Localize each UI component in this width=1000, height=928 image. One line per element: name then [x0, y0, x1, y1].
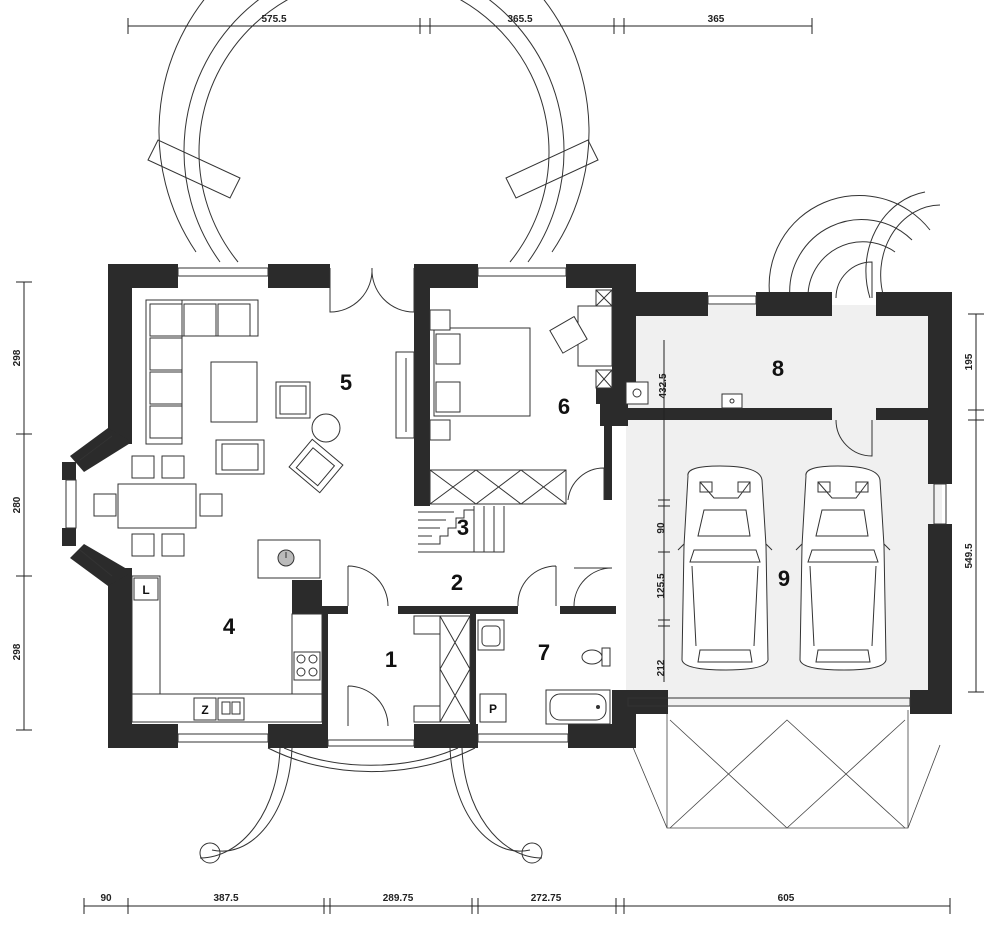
dimension-labels: 575.5 365.5 365 90 387.5 289.75 272.75 6… — [12, 14, 975, 904]
laundry-label: L — [142, 583, 149, 597]
room-5-label: 5 — [340, 370, 352, 395]
living-room-furniture — [145, 299, 415, 494]
dim-right-2: 549.5 — [964, 543, 975, 568]
car-left — [677, 465, 773, 671]
bathroom-fixtures — [477, 619, 611, 725]
room-8-label: 8 — [772, 356, 784, 381]
room-9-label: 9 — [778, 566, 790, 591]
fixture-labels: L Z P — [133, 577, 507, 723]
terrace-garage — [768, 191, 941, 299]
dim-top-3: 365 — [708, 14, 725, 25]
dim-bottom-4: 272.75 — [531, 893, 562, 904]
fridge-label: Z — [201, 703, 208, 717]
dim-left-3: 298 — [12, 643, 23, 660]
dim-bottom-2: 387.5 — [213, 893, 238, 904]
room-2-label: 2 — [451, 570, 463, 595]
boiler-room-fixtures — [625, 381, 743, 409]
room-7-label: 7 — [538, 640, 550, 665]
car-right — [795, 465, 891, 671]
dim-top-1: 575.5 — [261, 14, 286, 25]
doors — [327, 261, 911, 747]
dim-inner-4: 212 — [656, 659, 667, 676]
room-4-label: 4 — [223, 614, 236, 639]
boiler-label: P — [489, 702, 497, 716]
dim-bottom-3: 289.75 — [383, 893, 414, 904]
dimension-lines — [16, 18, 984, 914]
windows — [65, 267, 947, 743]
dining-set — [93, 455, 223, 557]
dim-inner-2: 90 — [656, 522, 667, 534]
dim-left-1: 298 — [12, 349, 23, 366]
terrace-bottom — [199, 747, 543, 864]
room-6-label: 6 — [558, 394, 570, 419]
driveway — [631, 710, 941, 829]
room-1-label: 1 — [385, 647, 397, 672]
dim-top-2: 365.5 — [507, 14, 532, 25]
dim-inner-1: 432.5 — [658, 373, 669, 398]
room-labels: 1 2 3 4 5 6 7 8 9 — [223, 356, 790, 672]
dim-inner-3: 125.5 — [656, 573, 667, 598]
stairs — [418, 506, 505, 553]
walls — [62, 264, 952, 748]
room-3-label: 3 — [457, 515, 469, 540]
dim-left-2: 280 — [12, 496, 23, 513]
dim-bottom-5: 605 — [778, 893, 795, 904]
bedroom-furniture — [429, 289, 613, 505]
dim-bottom-1: 90 — [100, 893, 112, 904]
terrace-top — [147, 0, 599, 263]
garage-floor — [626, 305, 942, 705]
hall-wardrobe — [413, 615, 471, 723]
dim-right-1: 195 — [964, 353, 975, 370]
